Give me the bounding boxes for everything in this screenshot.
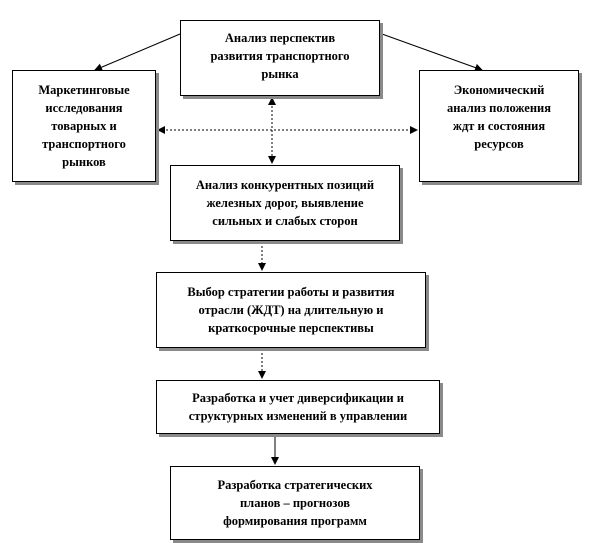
box-strategic-plans: Разработка стратегических планов – прогн… xyxy=(170,466,420,540)
box-line: сильных и слабых сторон xyxy=(212,214,358,228)
box-line: транспортного xyxy=(42,137,126,151)
box-line: Разработка стратегических xyxy=(217,478,373,492)
box-analysis-perspectives: Анализ перспектив развития транспортного… xyxy=(180,20,380,96)
box-diversification: Разработка и учет диверсификации и струк… xyxy=(156,380,440,434)
box-line: железных дорог, выявление xyxy=(206,196,364,210)
box-line: Разработка и учет диверсификации и xyxy=(192,391,404,405)
box-line: ресурсов xyxy=(474,137,524,151)
box-line: формирования программ xyxy=(223,514,367,528)
box-line: Анализ конкурентных позиций xyxy=(195,178,375,192)
box-strategy-choice: Выбор стратегии работы и развития отрасл… xyxy=(156,272,426,348)
box-line: Экономический xyxy=(453,83,545,97)
box-line: Маркетинговые xyxy=(38,83,130,97)
box-line: структурных изменений в управлении xyxy=(188,409,408,423)
box-economic-analysis: Экономический анализ положения ждт и сос… xyxy=(419,70,579,182)
box-line: ждт и состояния xyxy=(452,119,546,133)
box-line: краткосрочные перспективы xyxy=(208,321,374,335)
box-marketing-research: Маркетинговые исследования товарных и тр… xyxy=(12,70,156,182)
box-line: отрасли (ЖДТ) на длительную и xyxy=(198,303,384,317)
box-competitive-analysis: Анализ конкурентных позиций железных дор… xyxy=(170,165,400,241)
box-line: рынков xyxy=(62,155,106,169)
arrow-top-to-economic xyxy=(381,33,483,72)
box-line: рынка xyxy=(261,67,299,81)
box-line: Выбор стратегии работы и развития xyxy=(187,285,395,299)
box-line: товарных и xyxy=(51,119,117,133)
box-line: исследования xyxy=(45,101,123,115)
box-line: развития транспортного xyxy=(210,49,350,63)
box-line: планов – прогнозов xyxy=(239,496,351,510)
box-line: Анализ перспектив xyxy=(224,31,336,45)
box-line: анализ положения xyxy=(446,101,552,115)
arrow-top-to-marketing xyxy=(94,33,181,71)
